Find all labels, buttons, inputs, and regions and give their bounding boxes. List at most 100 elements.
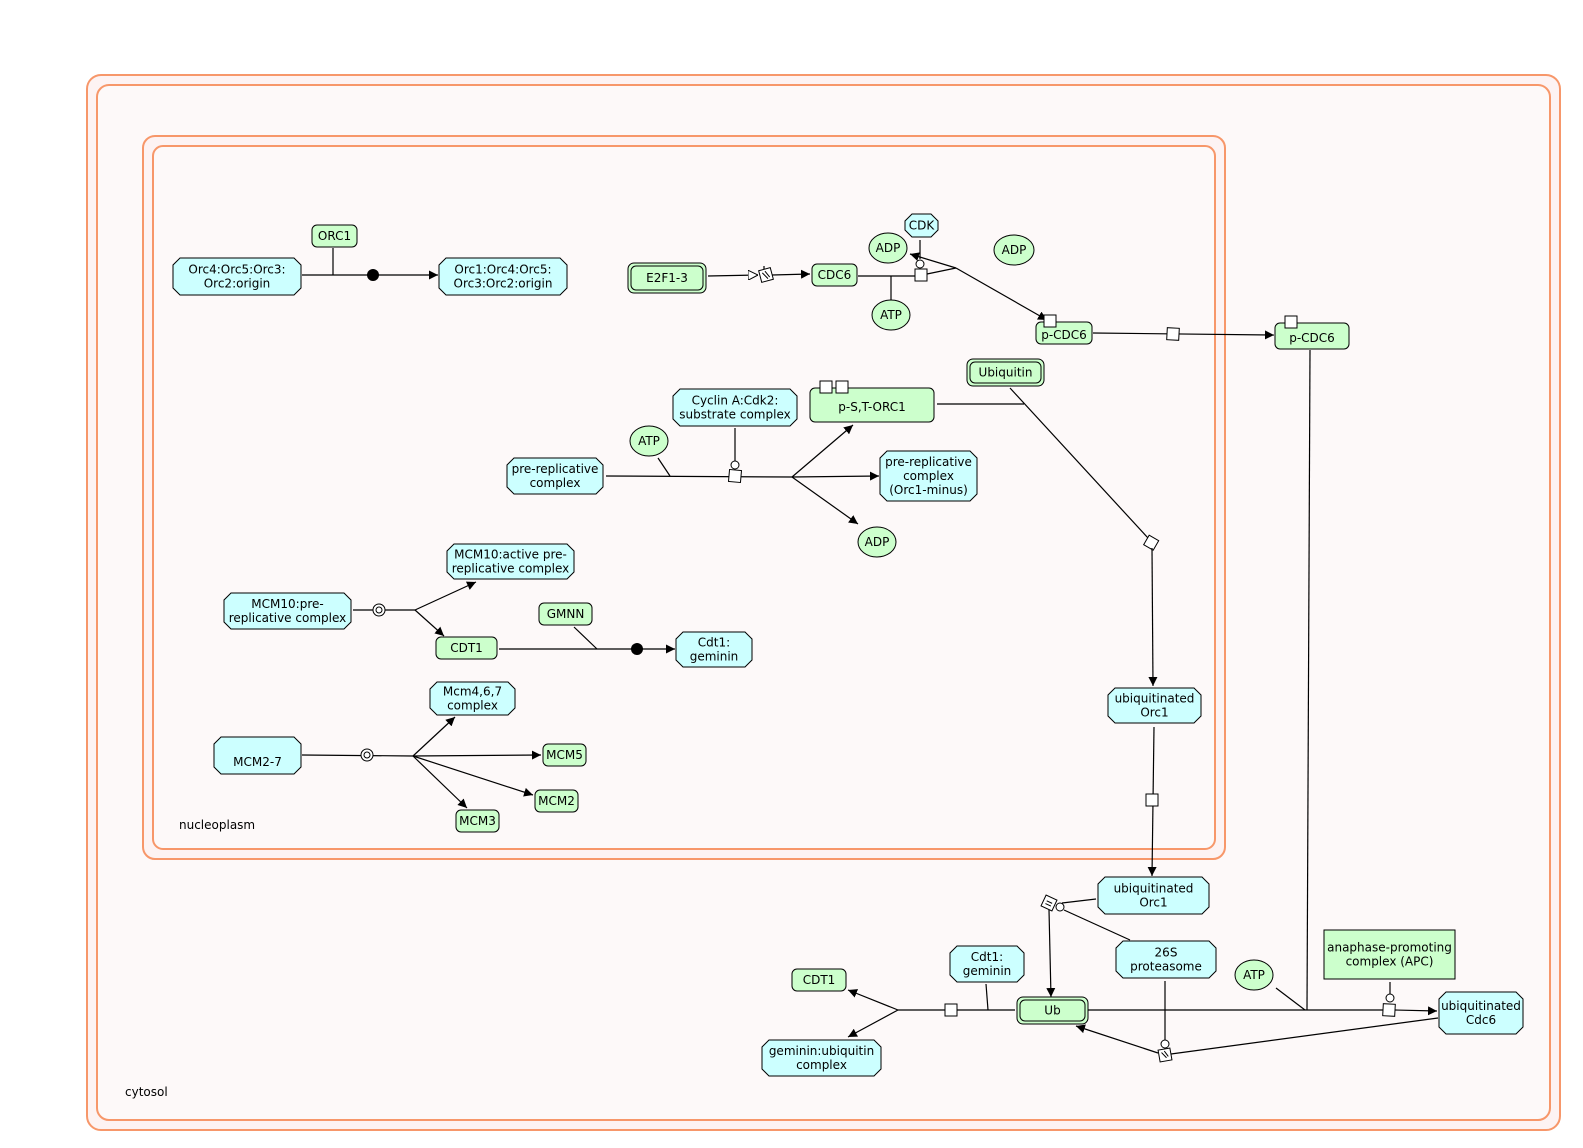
edge-ubiquitin-to-process <box>1009 387 1149 539</box>
edge-to-adp <box>909 252 957 269</box>
transport-process-node <box>1166 327 1180 341</box>
node-p-cdc6-cyt[interactable]: p-CDC6 <box>1274 315 1350 350</box>
node-cdk[interactable]: CDK <box>904 213 939 238</box>
transport-process-node <box>1145 793 1159 807</box>
node-label: ubiquitinated <box>1115 692 1195 706</box>
process-node <box>727 468 743 484</box>
node-mcm10-active[interactable]: MCM10:active pre-replicative complex <box>446 543 575 580</box>
nucleoplasm-label: nucleoplasm <box>179 818 255 832</box>
edge-e2f-transcription <box>707 275 758 276</box>
node-cdt1-geminin-nuc[interactable]: Cdt1:geminin <box>675 631 753 668</box>
state-variable <box>819 380 833 394</box>
node-adp1[interactable]: ADP <box>868 232 908 264</box>
nodes: Orc4:Orc5:Orc3:Orc2:origin ORC1Orc1:Orc4:… <box>172 213 1524 1077</box>
node-adp2[interactable]: ADP <box>993 234 1035 266</box>
node-label: Orc1:Orc4:Orc5: <box>454 263 551 277</box>
edge-gmnn-input <box>573 626 598 650</box>
catalysis-marker <box>1385 993 1395 1003</box>
node-label: ADP <box>1002 243 1027 257</box>
node-label: p-S,T-ORC1 <box>838 400 905 414</box>
node-mcm10-pre[interactable]: MCM10:pre-replicative complex <box>223 592 352 630</box>
node-orc1[interactable]: ORC1 <box>311 224 358 248</box>
node-label: ATP <box>1243 968 1265 982</box>
node-e2f1-3[interactable]: E2F1-3 <box>627 262 707 294</box>
node-label: (Orc1-minus) <box>889 483 968 497</box>
catalysis-marker <box>1160 1039 1170 1049</box>
node-mcm3[interactable]: MCM3 <box>455 809 500 833</box>
node-label: ADP <box>876 241 901 255</box>
node-label: ATP <box>638 434 660 448</box>
node-label: ATP <box>880 308 902 322</box>
node-label: Ubiquitin <box>979 366 1033 380</box>
process-node <box>914 268 928 282</box>
edge-to-pstorc1 <box>791 424 854 478</box>
node-mcm2[interactable]: MCM2 <box>534 789 579 813</box>
node-label: complex <box>796 1058 847 1072</box>
edge-to-adp3 <box>791 476 859 525</box>
edge-process-out <box>926 267 957 275</box>
node-cdt1-nuc[interactable]: CDT1 <box>435 636 498 660</box>
node-gmnn[interactable]: GMNN <box>538 602 593 626</box>
node-label: complex <box>530 476 581 490</box>
node-label: replicative complex <box>452 562 569 576</box>
node-orc1-complex[interactable]: Orc1:Orc4:Orc5:Orc3:Orc2:origin <box>438 257 568 296</box>
node-atp2[interactable]: ATP <box>629 425 669 457</box>
node-mcm5[interactable]: MCM5 <box>542 743 587 767</box>
edge-to-mcm467 <box>412 716 456 757</box>
catalysis-marker <box>1055 902 1065 912</box>
edge-cdt1-geminin-input <box>985 983 989 1011</box>
edge-to-mcm10-active <box>414 581 477 611</box>
edge-atp2-input <box>657 457 671 477</box>
node-p-cdc6-nuc[interactable]: p-CDC6 <box>1035 314 1093 345</box>
node-mcm2-7[interactable]: MCM2-7 <box>213 736 302 775</box>
state-variable <box>1043 314 1057 328</box>
node-label: pre-replicative <box>885 455 972 469</box>
node-label: Cdt1: <box>698 636 730 650</box>
node-ub[interactable]: Ub <box>1016 996 1089 1025</box>
edge-mcm27-input <box>301 754 414 757</box>
node-cyclin-a[interactable]: Cyclin A:Cdk2:substrate complex <box>672 388 798 427</box>
edge-prerep-input <box>605 475 793 478</box>
node-label: Mcm4,6,7 <box>443 685 502 699</box>
edge-to-cdt1-cyt <box>847 989 899 1011</box>
node-orc4-complex[interactable]: Orc4:Orc5:Orc3:Orc2:origin <box>172 257 302 296</box>
dissociation-node <box>372 603 386 617</box>
edge-to-mcm5 <box>412 750 542 760</box>
node-label: MCM5 <box>546 748 583 762</box>
node-label: Orc4:Orc5:Orc3: <box>188 263 285 277</box>
node-adp3[interactable]: ADP <box>857 526 897 558</box>
node-label: MCM10:pre- <box>251 597 323 611</box>
node-label: substrate complex <box>679 408 790 422</box>
node-label: Cdc6 <box>1466 1013 1496 1027</box>
omitted-process-node <box>1157 1047 1173 1063</box>
node-label: complex (APC) <box>1346 955 1434 969</box>
node-cdt1-geminin-cyt[interactable]: Cdt1:geminin <box>949 945 1025 983</box>
node-cdt1-cyt[interactable]: CDT1 <box>791 968 847 992</box>
catalysis-marker <box>730 460 740 470</box>
edge-to-ub-2 <box>1075 1024 1159 1054</box>
node-label: geminin:ubiquitin <box>769 1044 874 1058</box>
node-label: geminin <box>690 650 739 664</box>
node-label: CDC6 <box>818 268 852 282</box>
association-node <box>631 643 643 655</box>
node-p-st-orc1[interactable]: p-S,T-ORC1 <box>809 380 935 423</box>
process-node <box>1382 1003 1396 1017</box>
node-atp1[interactable]: ATP <box>871 299 911 331</box>
node-label: p-CDC6 <box>1041 328 1087 342</box>
edge-to-pcdc6 <box>955 267 1048 321</box>
node-ubiquitin[interactable]: Ubiquitin <box>966 358 1045 387</box>
node-cdc6[interactable]: CDC6 <box>811 263 858 287</box>
node-label: proteasome <box>1130 960 1202 974</box>
edge-to-ub-orc1-nuc <box>1148 547 1158 687</box>
node-atp3[interactable]: ATP <box>1234 959 1274 991</box>
